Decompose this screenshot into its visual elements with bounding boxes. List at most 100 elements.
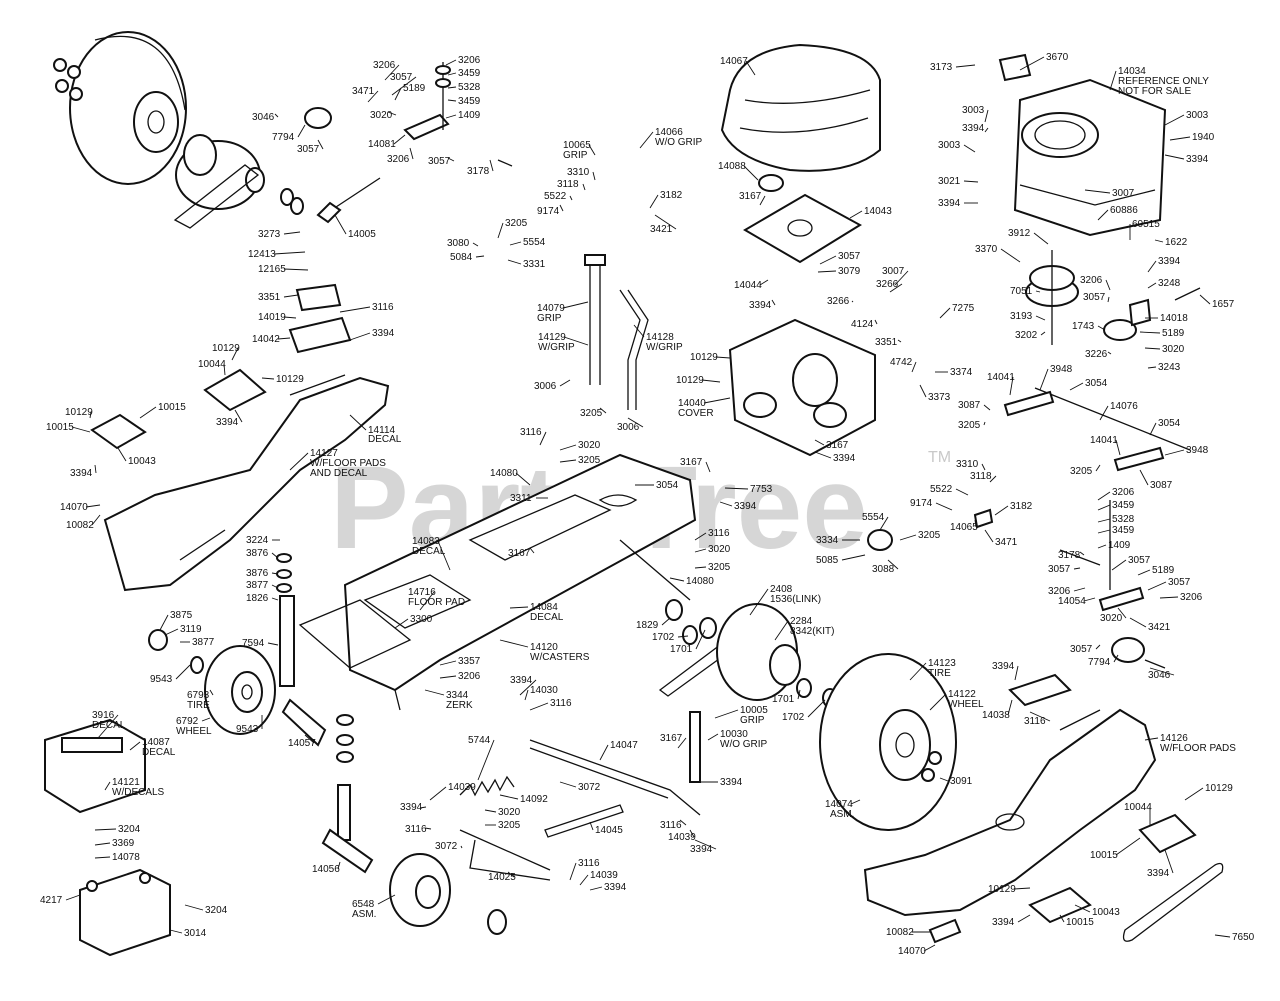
part-callout-14114: 14114 (368, 425, 396, 436)
part-callout-5085: 5085 (816, 555, 839, 566)
part-callout-14092: 14092 (520, 794, 548, 805)
fender-right-14126 (863, 708, 1157, 917)
watermark-tm: TM (928, 449, 951, 466)
leader-line-3003b (1164, 114, 1185, 126)
leader-line-2284 (774, 620, 789, 641)
part-callout-14121: 14121 (112, 777, 140, 788)
leader-line-4124 (874, 319, 878, 325)
part-callout-3331: 3331 (523, 259, 546, 270)
part-callout-3116c: 3116 (708, 528, 730, 539)
engine-pulley-7051 (1025, 250, 1079, 345)
part-callout-14030: 14030 (530, 685, 558, 696)
leader-line-14047 (599, 744, 609, 761)
part-callout-14127: 14127 (310, 448, 338, 459)
leader-line-14070a (85, 504, 101, 508)
part-callout-14083d: DECAL (412, 546, 446, 557)
part-callout-14079: 14079 (537, 303, 565, 314)
bracket-14019 (288, 283, 352, 354)
leader-line-3421b (1129, 617, 1147, 628)
leader-line-3471a (367, 90, 379, 103)
part-callout-3057e: 3057 (838, 251, 861, 262)
leader-line-4742 (911, 361, 917, 373)
leader-line-14126 (1144, 737, 1159, 741)
steering-lever-14128 (619, 289, 649, 410)
part-callout-14129: 14129 (538, 332, 566, 343)
part-callout-60886: 60886 (1110, 205, 1138, 216)
part-callout-3072a: 3072 (578, 782, 601, 793)
part-callout-3206a: 3206 (1080, 275, 1103, 286)
leader-line-3088 (887, 559, 899, 570)
part-callout-3003a: 3003 (962, 105, 985, 116)
leader-line-3344 (424, 689, 445, 696)
part-callout-3912: 3912 (1008, 228, 1031, 239)
part-callout-14045: 14045 (595, 825, 623, 836)
part-callout-3087b: 3087 (1150, 480, 1173, 491)
part-callout-2408: 2408 (770, 584, 793, 595)
part-callout-14087d: DECAL (142, 747, 176, 758)
part-callout-3173: 3173 (930, 62, 953, 73)
part-callout-10015d: 10015 (1066, 917, 1094, 928)
part-callout-14039a: 14039 (448, 782, 476, 793)
leader-line-3206c (445, 59, 457, 66)
part-callout-4124: 4124 (851, 319, 874, 330)
leader-line-60886 (1097, 209, 1109, 221)
part-callout-14127b: AND DECAL (310, 468, 368, 479)
leader-line-3205e (559, 459, 577, 463)
part-callout-7275: 7275 (952, 303, 975, 314)
part-callout-3178b: 3178 (1058, 550, 1081, 561)
part-callout-3003b: 3003 (1186, 110, 1209, 121)
part-callout-3357: 3357 (458, 656, 481, 667)
leader-line-14088 (743, 165, 759, 181)
leader-line-14123 (909, 662, 927, 681)
leader-line-3046a (274, 113, 279, 118)
leader-line-3167a (759, 195, 766, 206)
part-callout-14122: 14122 (948, 689, 976, 700)
floor-pad-14716 (363, 574, 472, 629)
part-callout-3471b: 3471 (995, 537, 1018, 548)
leader-line-3167d (529, 547, 535, 554)
part-callout-10129a: 10129 (212, 343, 240, 354)
footrest-14038 (1008, 673, 1072, 707)
leader-line-14092 (499, 794, 519, 800)
leader-line-3193 (1035, 315, 1046, 321)
part-callout-14078: 14078 (112, 852, 140, 863)
part-callout-10044a: 10044 (198, 359, 226, 370)
leader-line-7794a (297, 124, 306, 138)
part-callout-10015a: 10015 (158, 402, 186, 413)
leader-line-3421a (654, 214, 677, 230)
part-callout-3054a: 3054 (1085, 378, 1108, 389)
part-callout-3057i: 3057 (1070, 644, 1093, 655)
part-callout-14084: 14084 (530, 602, 558, 613)
part-callout-10043a: 10043 (128, 456, 156, 467)
part-callout-5328a: 5328 (458, 82, 481, 93)
part-callout-2284: 2284 (790, 616, 813, 627)
leader-line-12165 (283, 268, 309, 271)
part-callout-12413: 12413 (248, 249, 276, 260)
leader-line-14039c (579, 874, 589, 886)
part-callout-1622: 1622 (1165, 237, 1188, 248)
part-callout-14129g: W/GRIP (538, 342, 575, 353)
leader-line-3003a (984, 109, 989, 123)
part-callout-14054: 14054 (1058, 596, 1086, 607)
leader-line-7275 (939, 307, 951, 319)
leader-line-3116a (339, 306, 371, 313)
part-callout-3205h: 3205 (498, 820, 521, 831)
part-callout-10015b: 10015 (46, 422, 74, 433)
part-callout-3394a: 3394 (962, 123, 985, 134)
leader-line-3394r (589, 886, 603, 891)
leader-line-3394e (349, 332, 371, 341)
part-callout-3204a: 3204 (118, 824, 141, 835)
leader-line-3118a (582, 183, 586, 191)
part-callout-3116h: 3116 (578, 858, 600, 869)
leader-line-14716 (419, 591, 435, 611)
leader-line-3006a (559, 379, 571, 387)
part-callout-14070b: 14070 (898, 946, 926, 957)
part-callout-14041b: 14041 (1090, 435, 1118, 446)
part-callout-3118a: 3118 (557, 179, 579, 190)
leader-line-14039b (689, 829, 695, 838)
part-callout-14120: 14120 (530, 642, 558, 653)
leader-line-3394i (814, 451, 832, 459)
part-callout-3248: 3248 (1158, 278, 1181, 289)
dash-panel-14121 (44, 718, 146, 814)
